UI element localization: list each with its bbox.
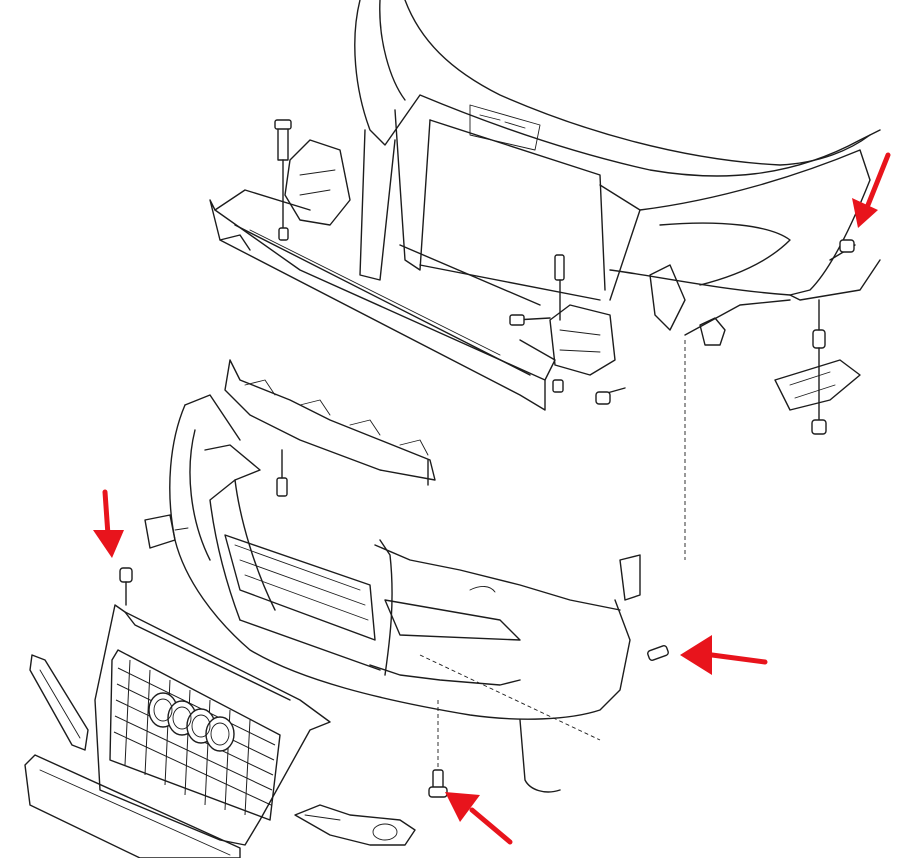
radiator-grille <box>94 567 331 846</box>
arrow-grille-screw-icon <box>93 489 124 558</box>
bumper-cover <box>144 394 641 793</box>
front-body-panel <box>354 0 881 306</box>
center-bracket <box>509 254 626 405</box>
arrow-side-screw-icon <box>680 635 768 675</box>
arrow-bottom-screw-icon <box>445 792 513 845</box>
left-bracket <box>274 119 351 241</box>
fog-light-trim <box>294 804 416 846</box>
left-side-trim <box>29 654 89 751</box>
right-side-bolt <box>647 645 669 661</box>
bottom-bolt <box>428 700 448 798</box>
right-side-mount <box>649 239 861 560</box>
arrow-fender-screw-icon <box>852 152 891 228</box>
bumper-upper-carrier <box>224 359 436 497</box>
license-plate-frame <box>24 754 241 858</box>
bumper-reinforcement-bar <box>209 189 556 411</box>
